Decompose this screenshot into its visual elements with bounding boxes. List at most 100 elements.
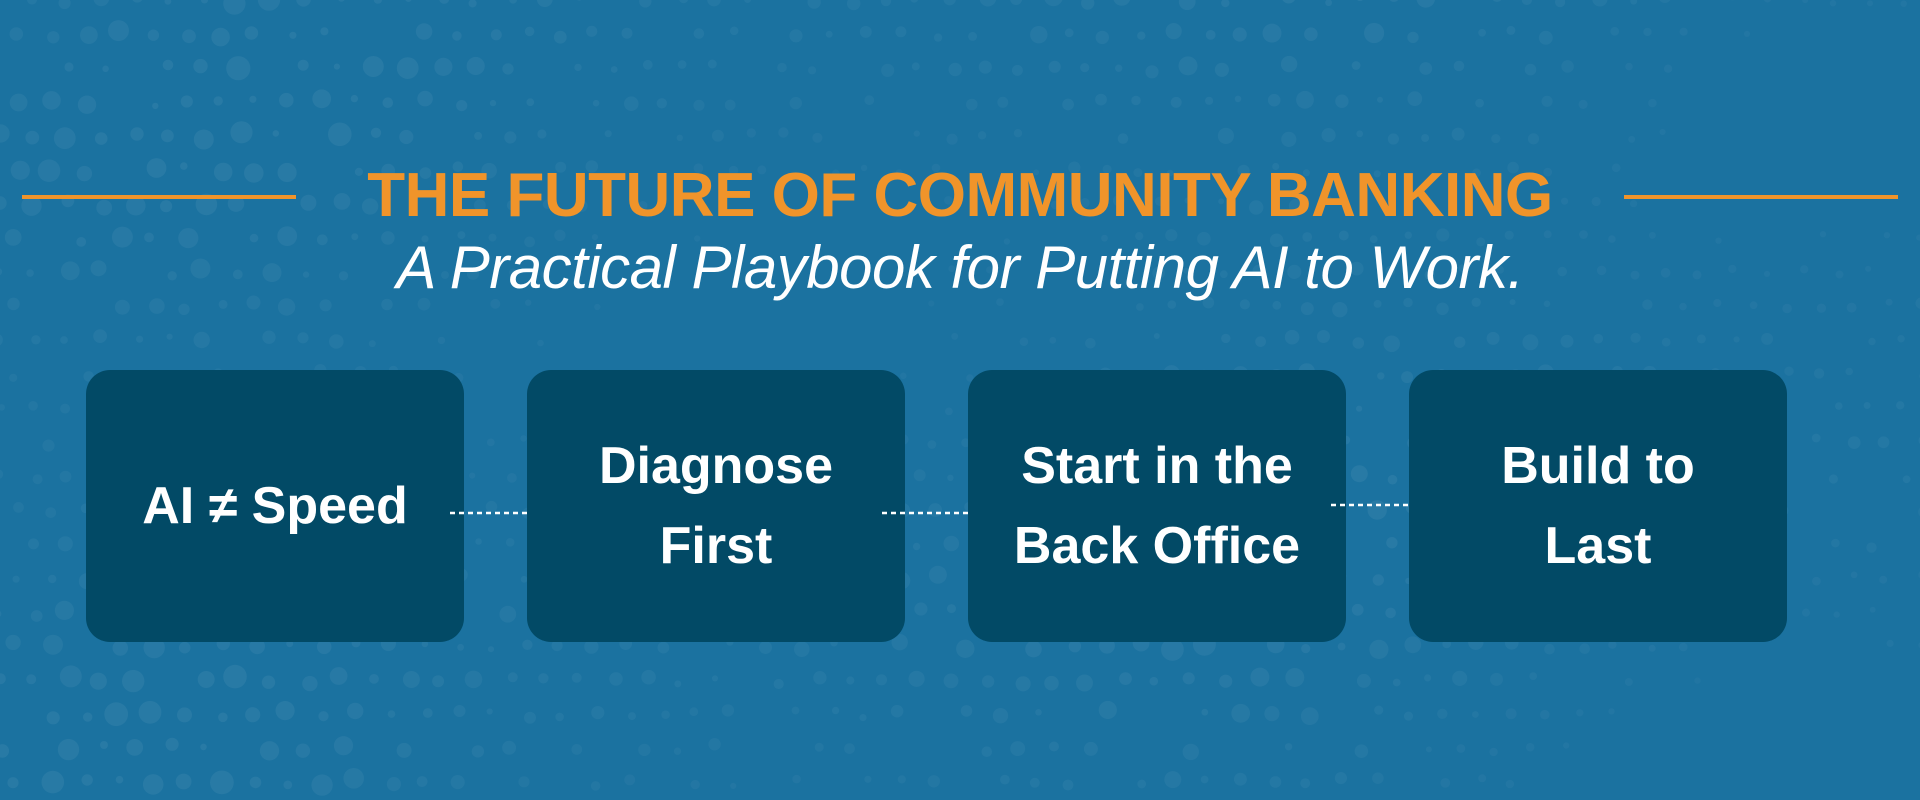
background-dot [396, 57, 419, 79]
background-dot [1401, 371, 1414, 384]
background-dot [1389, 0, 1399, 2]
background-dot [943, 535, 960, 552]
background-dot [553, 30, 567, 44]
background-dot [1369, 235, 1378, 244]
background-dot [1217, 127, 1234, 144]
background-dot [402, 671, 420, 688]
background-dot [624, 96, 639, 111]
background-dot [1219, 270, 1228, 279]
background-dot [261, 675, 276, 689]
background-dot [1201, 708, 1209, 716]
background-dot [507, 672, 518, 683]
background-dot [1085, 338, 1096, 349]
background-dot [1285, 668, 1305, 687]
background-dot [147, 29, 160, 41]
background-dot [1372, 574, 1385, 586]
background-dot [350, 94, 359, 103]
background-dot [59, 665, 82, 688]
background-dot [1896, 401, 1905, 410]
background-dot [895, 26, 907, 38]
title-rule-right [1624, 195, 1898, 199]
background-dot [1812, 577, 1821, 586]
background-dot [1416, 0, 1435, 8]
background-dot [7, 777, 19, 789]
background-dot [333, 193, 351, 210]
background-dot [526, 98, 535, 107]
background-dot [382, 97, 394, 108]
page-title: THE FUTURE OF COMMUNITY BANKING [367, 161, 1553, 230]
background-dot [928, 565, 947, 584]
background-dot [1334, 772, 1347, 785]
background-dot [283, 780, 293, 790]
step-box-diagnose-first: Diagnose First [527, 370, 905, 642]
background-dot [46, 711, 60, 725]
background-dot [639, 0, 652, 8]
background-dot [1167, 300, 1177, 309]
background-dot [1250, 667, 1270, 687]
background-dot [369, 674, 379, 684]
background-dot [354, 167, 363, 176]
background-dot [0, 268, 3, 276]
background-dot [1049, 741, 1059, 752]
background-dot [26, 269, 34, 277]
background-dot [132, 0, 143, 3]
background-dot [1272, 300, 1282, 310]
background-dot [178, 303, 190, 315]
background-dot [1322, 195, 1333, 205]
background-dot [257, 0, 281, 11]
background-dot [594, 304, 600, 310]
background-dot [1178, 56, 1198, 76]
background-dot [1048, 60, 1061, 73]
background-dot [777, 62, 787, 73]
background-dot [1734, 336, 1740, 342]
background-dot [778, 127, 788, 137]
background-dot [143, 636, 165, 659]
background-dot [520, 575, 528, 583]
background-dot [1831, 539, 1840, 548]
background-dot [338, 271, 349, 281]
background-dot [54, 600, 74, 621]
background-dot [1325, 0, 1332, 7]
background-dot [244, 163, 264, 183]
background-dot [218, 712, 228, 723]
background-dot [604, 130, 612, 138]
background-dot [486, 708, 493, 715]
background-dot [31, 335, 41, 345]
background-dot [474, 199, 486, 212]
background-dot [609, 672, 623, 686]
background-dot [1288, 198, 1303, 214]
background-dot [1350, 465, 1368, 483]
background-dot [1845, 367, 1853, 376]
background-dot [381, 163, 396, 178]
background-dot [891, 634, 908, 651]
background-dot [296, 0, 311, 7]
background-dot [1351, 603, 1364, 616]
background-dot [943, 0, 956, 6]
background-dot [846, 676, 855, 685]
background-dot [81, 774, 93, 786]
background-dot [213, 96, 223, 106]
background-dot [452, 31, 462, 41]
background-dot [347, 702, 364, 720]
background-dot [679, 0, 689, 4]
background-dot [1205, 30, 1216, 40]
background-dot [311, 774, 333, 796]
background-dot [421, 235, 429, 243]
background-dot [115, 775, 124, 784]
background-dot [1625, 63, 1633, 71]
background-dot [60, 403, 71, 414]
background-dot [1367, 500, 1387, 520]
background-dot [1095, 93, 1107, 106]
step-label: AI ≠ Speed [142, 477, 408, 535]
background-dot [908, 670, 925, 687]
background-dot [1761, 333, 1773, 345]
background-dot [9, 373, 18, 382]
step-label: Build to Last [1501, 437, 1695, 575]
background-dot [1879, 576, 1887, 584]
background-dot [1664, 65, 1672, 73]
background-dot [474, 131, 483, 140]
background-dot [522, 639, 533, 650]
background-dot [864, 776, 871, 783]
background-dot [956, 639, 975, 658]
background-dot [499, 605, 517, 623]
